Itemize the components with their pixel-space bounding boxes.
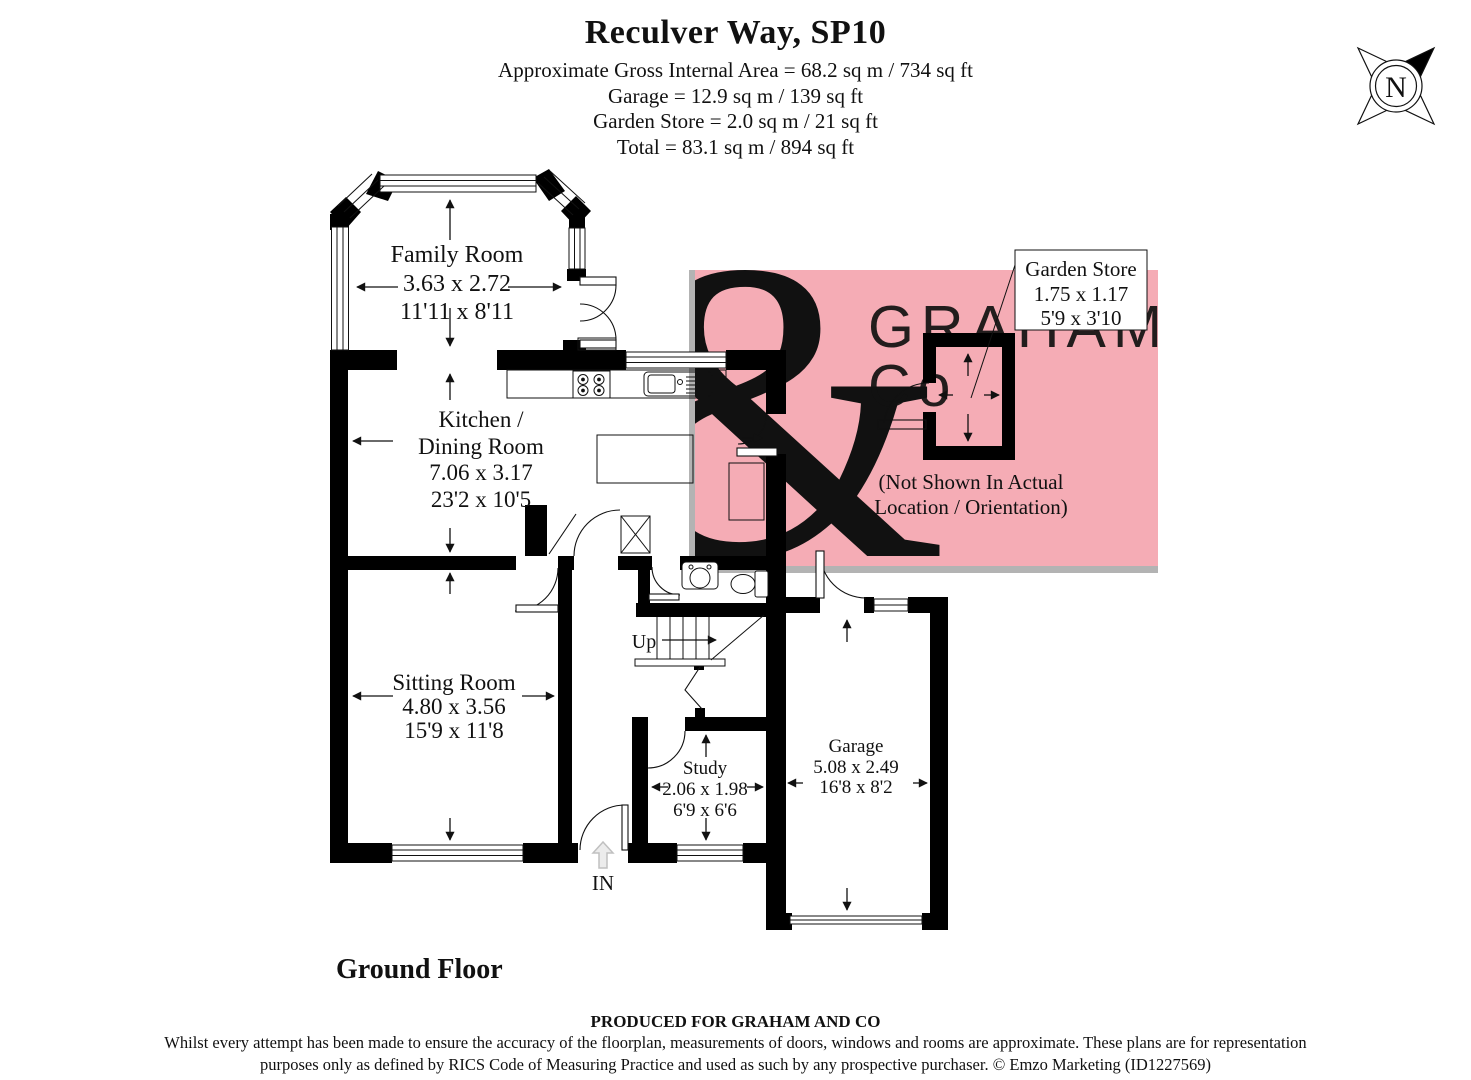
area-line-gross: Approximate Gross Internal Area = 68.2 s… bbox=[498, 58, 973, 82]
sitting-room-label: Sitting Room 4.80 x 3.56 15'9 x 11'8 bbox=[392, 670, 515, 743]
garden-store-door bbox=[877, 382, 930, 430]
svg-text:1.75 x 1.17: 1.75 x 1.17 bbox=[1034, 282, 1129, 306]
area-line-garage: Garage = 12.9 sq m / 139 sq ft bbox=[607, 83, 864, 108]
appliance-unit bbox=[728, 462, 765, 521]
svg-text:5'9 x 3'10: 5'9 x 3'10 bbox=[1040, 306, 1121, 330]
walls bbox=[330, 169, 1015, 930]
compass-north-label: N bbox=[1385, 71, 1407, 104]
footer: PRODUCED FOR GRAHAM AND CO Whilst every … bbox=[0, 1012, 1471, 1076]
sitting-room-window bbox=[391, 844, 524, 862]
study-label: Study 2.06 x 1.98 6'9 x 6'6 bbox=[662, 758, 748, 821]
svg-text:Sitting Room: Sitting Room bbox=[392, 670, 515, 695]
svg-text:Family Room: Family Room bbox=[391, 242, 524, 268]
svg-text:Garage: Garage bbox=[829, 736, 884, 757]
doors bbox=[514, 276, 930, 851]
sitting-room-door bbox=[514, 567, 559, 613]
study-door bbox=[647, 730, 686, 769]
page-title: Reculver Way, SP10 bbox=[584, 14, 887, 51]
cupboard-unit bbox=[620, 515, 651, 554]
wc-basin bbox=[681, 561, 719, 590]
worktop-unit bbox=[577, 337, 617, 351]
kitchen-window bbox=[625, 351, 727, 369]
footer-disclaimer-1: Whilst every attempt has been made to en… bbox=[164, 1033, 1307, 1052]
kitchen-label: Kitchen / Dining Room 7.06 x 3.17 23'2 x… bbox=[418, 407, 544, 512]
garden-store-label-box: Garden Store 1.75 x 1.17 5'9 x 3'10 bbox=[1014, 249, 1148, 331]
family-room-east-window bbox=[568, 227, 586, 270]
ampersand-glyph: & bbox=[613, 174, 947, 650]
fixtures bbox=[506, 337, 769, 667]
svg-text:4.80 x 3.56: 4.80 x 3.56 bbox=[402, 694, 506, 719]
wc-toilet bbox=[730, 570, 769, 598]
svg-text:Study: Study bbox=[683, 758, 728, 779]
understairs-door bbox=[684, 666, 703, 710]
svg-text:16'8 x 8'2: 16'8 x 8'2 bbox=[819, 777, 892, 798]
french-doors bbox=[579, 276, 617, 349]
svg-text:Kitchen /: Kitchen / bbox=[439, 407, 525, 432]
garage-window bbox=[873, 598, 909, 612]
svg-text:Dining Room: Dining Room bbox=[418, 434, 544, 459]
garden-store-leader-line bbox=[970, 261, 1017, 399]
windows bbox=[331, 170, 923, 925]
garage-door bbox=[789, 915, 923, 925]
family-room-bay-window bbox=[337, 170, 586, 219]
svg-text:15'9 x 11'8: 15'9 x 11'8 bbox=[404, 718, 503, 743]
entrance-arrow-icon bbox=[591, 840, 615, 869]
entrance-in-label: IN bbox=[592, 871, 614, 895]
garden-store-note: (Not Shown In Actual Location / Orientat… bbox=[874, 470, 1068, 519]
svg-text:23'2 x 10'5: 23'2 x 10'5 bbox=[431, 487, 531, 512]
svg-text:Location / Orientation): Location / Orientation) bbox=[874, 495, 1068, 519]
staircase bbox=[634, 614, 765, 667]
area-line-garden-store: Garden Store = 2.0 sq m / 21 sq ft bbox=[593, 109, 878, 133]
svg-text:3.63 x 2.72: 3.63 x 2.72 bbox=[403, 271, 511, 297]
kitchen-hall-door bbox=[548, 509, 621, 557]
front-door bbox=[579, 804, 629, 851]
wc-door bbox=[648, 566, 681, 601]
svg-text:2.06 x 1.98: 2.06 x 1.98 bbox=[662, 779, 748, 800]
floor-title: Ground Floor bbox=[336, 954, 503, 985]
garage-side-door bbox=[815, 550, 867, 599]
study-window bbox=[676, 844, 744, 862]
family-room-label: Family Room 3.63 x 2.72 11'11 x 8'11 bbox=[391, 242, 524, 325]
svg-text:5.08 x 2.49: 5.08 x 2.49 bbox=[813, 757, 899, 778]
stairs-up-label: Up bbox=[632, 631, 656, 653]
svg-text:Garden Store: Garden Store bbox=[1025, 257, 1136, 281]
svg-text:11'11 x 8'11: 11'11 x 8'11 bbox=[400, 299, 514, 325]
kitchen-counter bbox=[506, 369, 727, 399]
north-compass-icon: N bbox=[1356, 46, 1436, 126]
footer-produced-for: PRODUCED FOR GRAHAM AND CO bbox=[590, 1012, 881, 1031]
footer-disclaimer-2: purposes only as defined by RICS Code of… bbox=[260, 1055, 1211, 1074]
header: Reculver Way, SP10 Approximate Gross Int… bbox=[0, 14, 1471, 160]
area-summary: Approximate Gross Internal Area = 68.2 s… bbox=[0, 58, 1471, 160]
garage-label: Garage 5.08 x 2.49 16'8 x 8'2 bbox=[813, 736, 899, 798]
family-room-side-window bbox=[331, 226, 349, 351]
dimension-arrows bbox=[352, 199, 1017, 911]
svg-text:7.06 x 3.17: 7.06 x 3.17 bbox=[429, 460, 533, 485]
area-line-total: Total = 83.1 sq m / 894 sq ft bbox=[616, 134, 855, 159]
svg-text:6'9 x 6'6: 6'9 x 6'6 bbox=[673, 800, 737, 821]
kitchen-sink bbox=[643, 371, 713, 397]
room-labels: Family Room 3.63 x 2.72 11'11 x 8'11 Kit… bbox=[391, 242, 1148, 895]
svg-text:(Not Shown In Actual: (Not Shown In Actual bbox=[879, 470, 1064, 494]
kitchen-table bbox=[596, 434, 694, 484]
watermark-brand-line2: Co bbox=[868, 353, 957, 419]
